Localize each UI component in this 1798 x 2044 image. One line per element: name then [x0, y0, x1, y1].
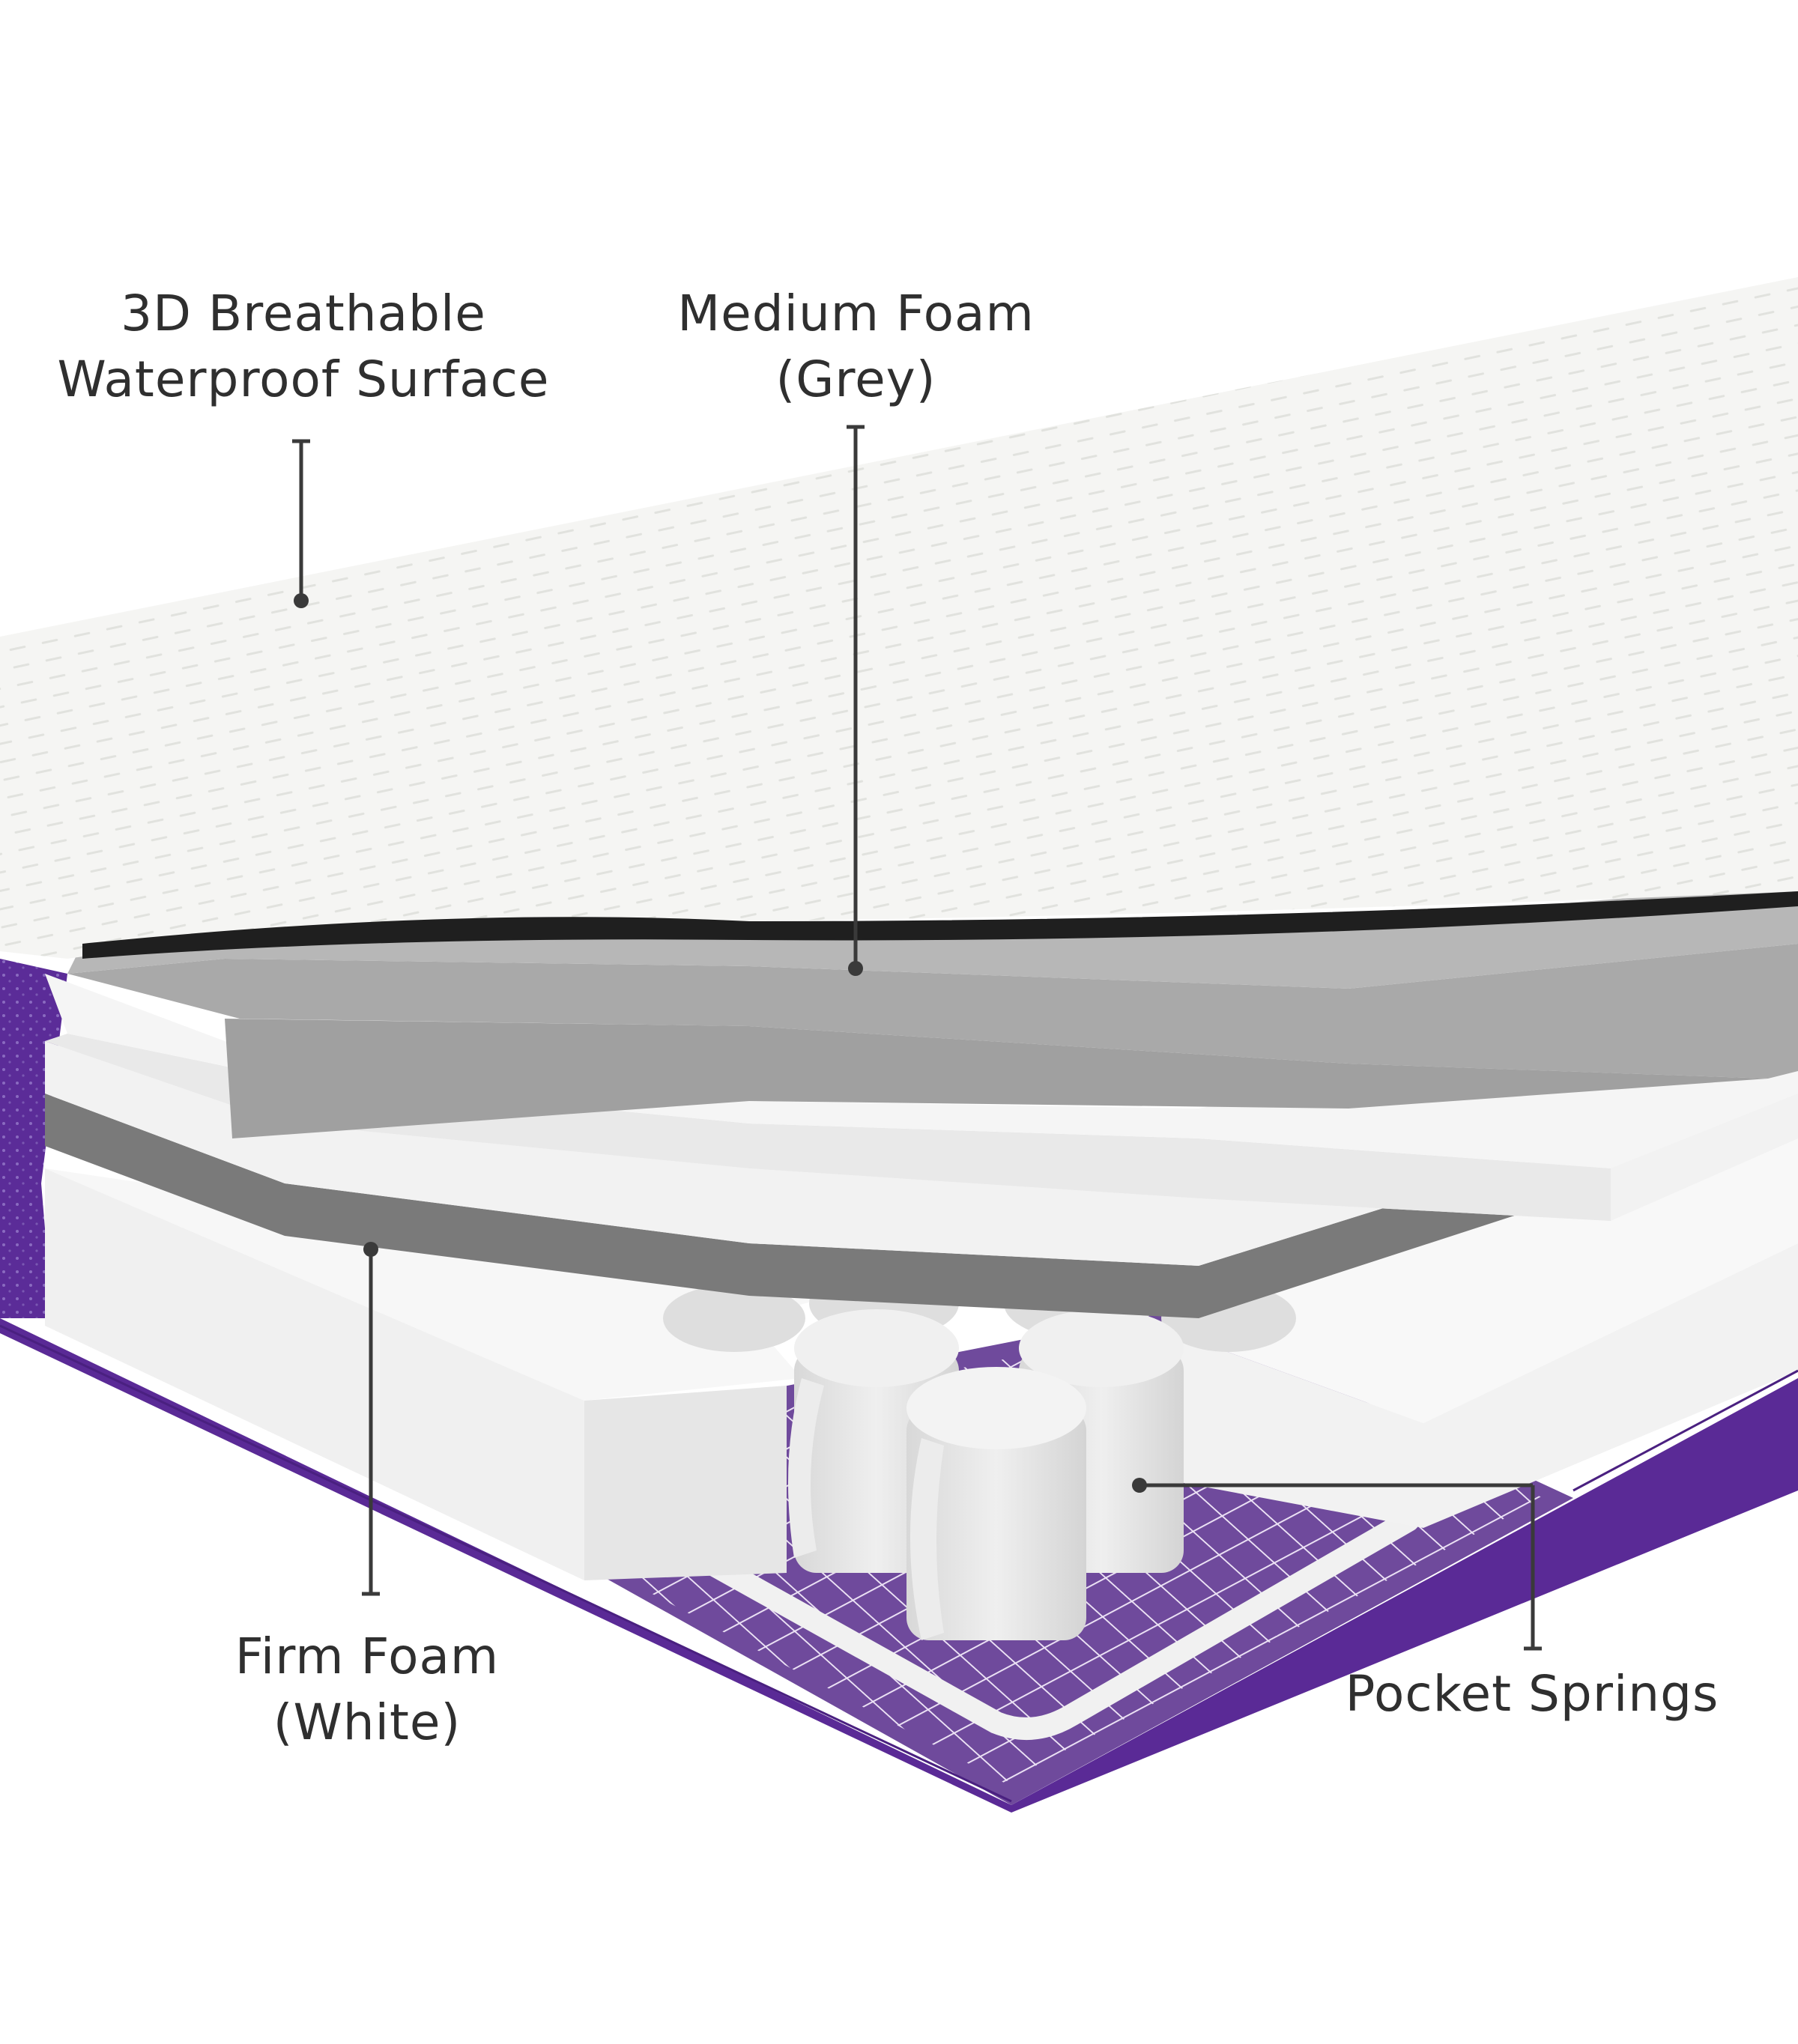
leader-lines	[292, 425, 1542, 1651]
callout-pocket-springs-label: Pocket Springs	[1345, 1665, 1719, 1723]
callout-firm-foam-label: Firm Foam (White)	[234, 1628, 500, 1751]
pocket-springs-leader	[1132, 1478, 1542, 1651]
surface-leader	[292, 439, 310, 608]
callout-surface-label: 3D Breathable Waterproof Surface	[57, 285, 550, 408]
top-cover	[0, 277, 1798, 959]
callout-medium-foam-label: Medium Foam (Grey)	[677, 285, 1035, 408]
firm-foam-leader	[362, 1242, 380, 1596]
firm-foam-layer	[45, 974, 1798, 1318]
medium-foam-leader	[847, 425, 865, 976]
